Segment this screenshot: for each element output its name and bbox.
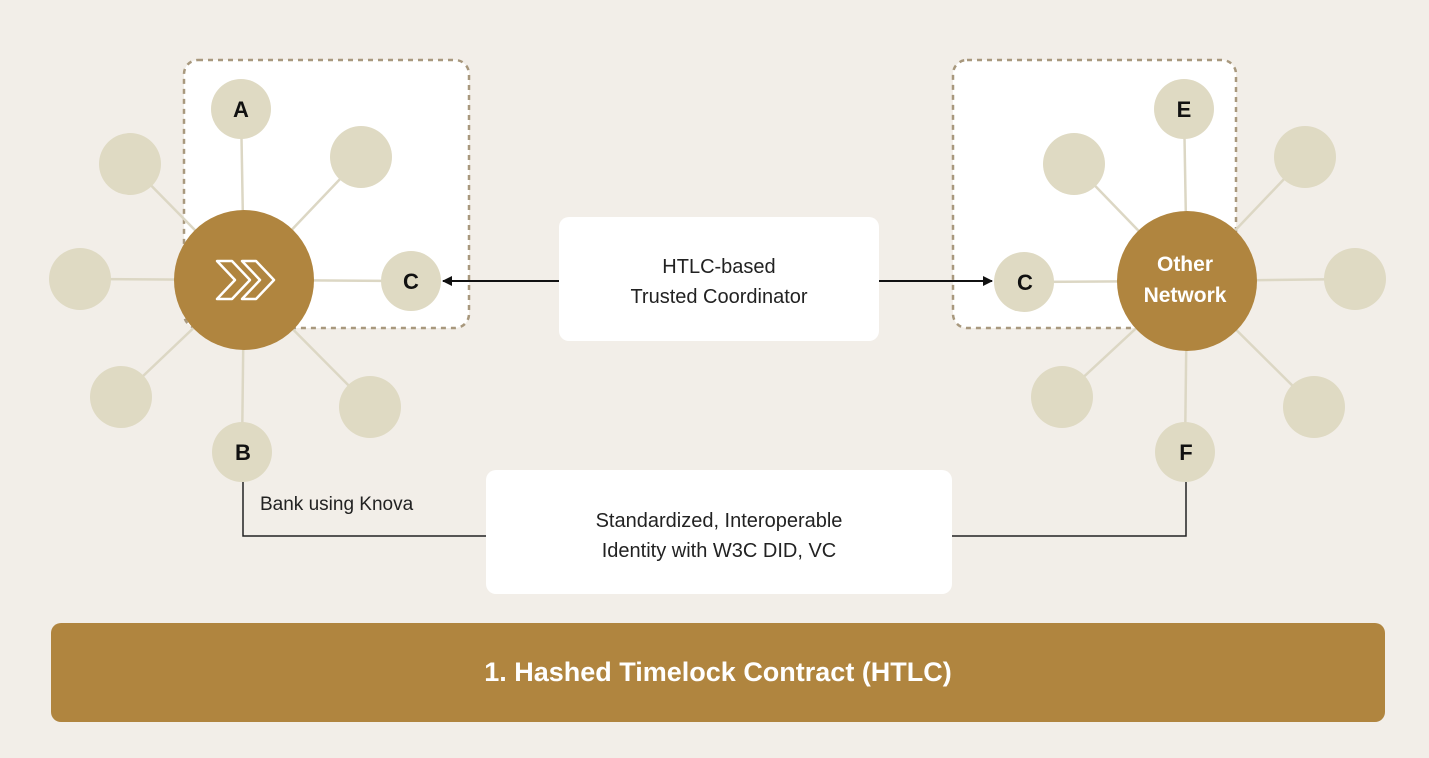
footer-banner: 1. Hashed Timelock Contract (HTLC): [51, 623, 1385, 722]
right-node-c: [994, 252, 1054, 312]
knova-logo-icon: [215, 259, 276, 301]
left-node-lower-right: [339, 376, 401, 438]
right-node-lower-left: [1031, 366, 1093, 428]
right-hub-label-line2: Network: [1144, 284, 1227, 307]
left-node-lower-left: [90, 366, 152, 428]
coordinator-box: [559, 217, 879, 341]
left-node-upper-left: [99, 133, 161, 195]
left-node-c: [381, 251, 441, 311]
left-hub: [174, 210, 314, 350]
right-hub-label-line1: Other: [1157, 253, 1213, 276]
coordinator-line1: HTLC-based: [662, 256, 775, 278]
left-node-b: [212, 422, 272, 482]
connector-b-to-identity: [242, 482, 487, 537]
right-hub: [1117, 211, 1257, 351]
right-node-f: [1155, 422, 1215, 482]
coordinator-line2: Trusted Coordinator: [630, 286, 807, 308]
footer-title: 1. Hashed Timelock Contract (HTLC): [484, 657, 952, 687]
identity-box: [486, 470, 952, 594]
right-node-lower-right: [1283, 376, 1345, 438]
left-node-upper-right: [330, 126, 392, 188]
right-node-right: [1324, 248, 1386, 310]
identity-line1: Standardized, Interoperable: [596, 510, 843, 532]
left-node-a-label: A: [233, 97, 249, 122]
bank-using-knova-caption: Bank using Knova: [260, 494, 414, 515]
left-node-a: [211, 79, 271, 139]
left-node-left: [49, 248, 111, 310]
left-node-b-label: B: [235, 440, 251, 465]
right-node-e: [1154, 79, 1214, 139]
right-node-upper-right: [1274, 126, 1336, 188]
right-node-e-label: E: [1177, 97, 1192, 122]
connector-f-to-identity: [950, 482, 1187, 537]
identity-line2: Identity with W3C DID, VC: [602, 540, 837, 562]
right-node-c-label: C: [1017, 270, 1033, 295]
left-node-c-label: C: [403, 269, 419, 294]
right-node-upper-left: [1043, 133, 1105, 195]
right-node-f-label: F: [1179, 440, 1192, 465]
